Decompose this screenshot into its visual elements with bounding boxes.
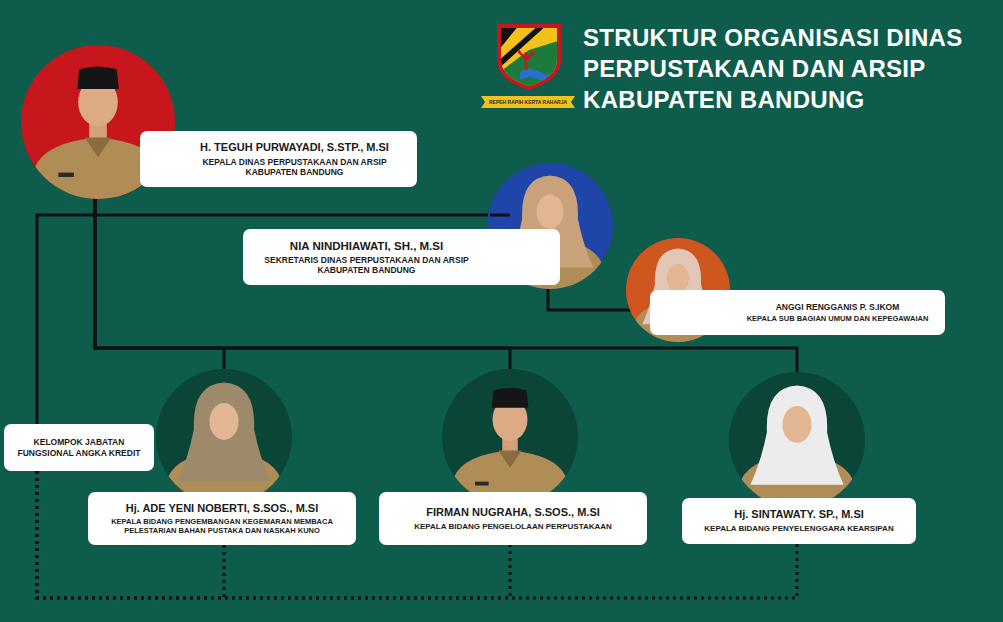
person-name: NIA NINDHIAWATI, SH., M.SI <box>290 239 443 253</box>
secretary-card: NIA NINDHIAWATI, SH., M.SI SEKRETARIS DIN… <box>243 229 560 285</box>
position-title: KEPALA SUB BAGIAN UMUM DAN KEPEGAWAIAN <box>747 314 929 323</box>
shield-field <box>497 24 561 90</box>
reporting-line <box>37 170 140 424</box>
wire <box>490 214 510 217</box>
position-title: KELOMPOK JABATAN FUNGSIONAL ANGKA KREDIT <box>10 437 148 457</box>
shield-rim <box>497 24 561 90</box>
ribbon <box>481 96 575 108</box>
person-name: ANGGI RENGGANIS P. S.IKOM <box>776 302 900 313</box>
position-title: SEKRETARIS DINAS PERPUSTAKAAN DAN ARSIP … <box>249 255 484 275</box>
division-card: FIRMAN NUGRAHA, S.SOS., M.SI KEPALA BIDAN… <box>379 492 647 545</box>
functional-group-box: KELOMPOK JABATAN FUNGSIONAL ANGKA KREDIT <box>4 424 154 471</box>
person-name: H. TEGUH PURWAYADI, S.STP., M.SI <box>200 141 389 155</box>
title: STRUKTUR ORGANISASI DINAS PERPUSTAKAAN D… <box>583 22 968 115</box>
position-title: KEPALA BIDANG PENGELOLAAN PERPUSTAKAAN <box>414 522 612 532</box>
person-name: Hj. ADE YENI NOBERTI, S.SOS., M.SI <box>126 502 319 516</box>
division-card: Hj. SINTAWATY. SP., M.SI KEPALA BIDANG PE… <box>682 498 916 544</box>
person-name: Hj. SINTAWATY. SP., M.SI <box>734 508 864 522</box>
shield-wave <box>520 69 561 83</box>
regency-logo <box>481 24 575 108</box>
subsection-card: ANGGI RENGGANIS P. S.IKOMKEPALA SUB BAGI… <box>650 290 945 335</box>
head-card: H. TEGUH PURWAYADI, S.STP., M.SI KEPALA D… <box>140 131 417 187</box>
shield-ground <box>497 40 561 90</box>
position-title: KEPALA BIDANG PENYELENGGARA KEARSIPAN <box>704 524 893 534</box>
position-title: KEPALA BIDANG PENGEMBANGAN KEGEMARAN MEM… <box>98 517 346 535</box>
logo-motto: REPEH RAPIH KERTA RAHARJA <box>481 97 575 108</box>
division-card: Hj. ADE YENI NOBERTI, S.SOS., M.SIKEPALA… <box>88 492 356 545</box>
position-title: KEPALA DINAS PERPUSTAKAAN DAN ARSIP KABU… <box>182 157 407 177</box>
shield-plant <box>518 50 534 70</box>
person-name: FIRMAN NUGRAHA, S.SOS., M.SI <box>426 506 600 520</box>
